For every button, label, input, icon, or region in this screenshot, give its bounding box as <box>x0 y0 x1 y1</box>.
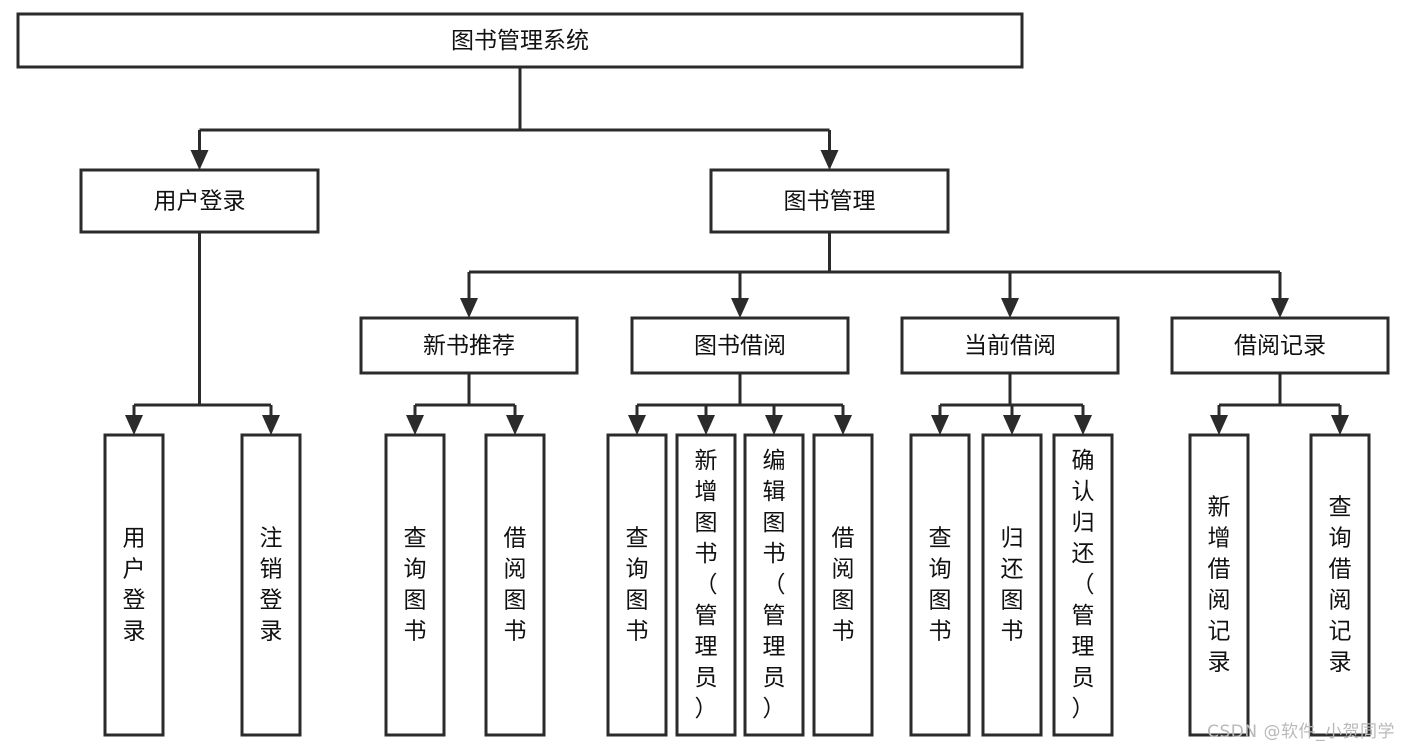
node-leaf-return-book-box[interactable] <box>981 433 1043 737</box>
arrowhead-icon <box>1271 298 1289 318</box>
arrowhead-icon <box>834 415 852 435</box>
node-current-borrow-label: 当前借阅 <box>964 333 1056 359</box>
arrowhead-icon <box>765 415 783 435</box>
node-leaf-query-record-label: 查询借阅记录 <box>1329 495 1352 676</box>
arrowhead-icon <box>506 415 524 435</box>
node-leaf-query-book-2-label: 查询图书 <box>626 526 649 645</box>
node-leaf-edit-book-label: 编辑图书（管理员） <box>763 448 786 722</box>
node-user-login-label: 用户登录 <box>154 189 246 215</box>
arrowhead-icon <box>820 150 839 170</box>
node-leaf-confirm-return-label: 确认归还（管理员） <box>1072 448 1095 722</box>
node-leaf-borrow-book-2[interactable]: 借阅图书 <box>812 433 874 737</box>
arrowhead-icon <box>125 415 143 435</box>
arrowhead-icon <box>931 415 949 435</box>
node-root-system[interactable]: 图书管理系统 <box>16 12 1024 69</box>
node-leaf-add-record-label: 新增借阅记录 <box>1208 495 1231 676</box>
node-new-book-rec[interactable]: 新书推荐 <box>359 316 579 375</box>
arrowhead-icon <box>190 150 209 170</box>
node-user-login[interactable]: 用户登录 <box>79 168 320 234</box>
node-leaf-borrow-book-2-label: 借阅图书 <box>832 526 855 645</box>
node-borrow-record[interactable]: 借阅记录 <box>1170 316 1390 375</box>
arrowhead-icon <box>460 298 478 318</box>
node-leaf-add-record[interactable]: 新增借阅记录 <box>1188 433 1250 737</box>
node-leaf-query-book-1-label: 查询图书 <box>404 526 427 645</box>
node-layer: 图书管理系统用户登录图书管理新书推荐图书借阅当前借阅借阅记录用户登录注销登录查询… <box>16 12 1390 737</box>
node-leaf-borrow-book-1-box[interactable] <box>484 433 546 737</box>
node-leaf-user-login[interactable]: 用户登录 <box>103 433 165 737</box>
node-leaf-add-book-box[interactable] <box>675 433 737 737</box>
node-leaf-query-book-1-box[interactable] <box>384 433 446 737</box>
node-borrow-record-box[interactable] <box>1170 316 1390 375</box>
arrowhead-icon <box>731 298 749 318</box>
node-root-system-box[interactable] <box>16 12 1024 69</box>
node-leaf-query-book-3-box[interactable] <box>909 433 971 737</box>
node-book-manage-box[interactable] <box>709 168 950 234</box>
arrowhead-icon <box>1331 415 1349 435</box>
node-new-book-rec-box[interactable] <box>359 316 579 375</box>
arrowhead-icon <box>406 415 424 435</box>
node-leaf-query-book-3[interactable]: 查询图书 <box>909 433 971 737</box>
node-leaf-borrow-book-1[interactable]: 借阅图书 <box>484 433 546 737</box>
node-leaf-query-book-2-box[interactable] <box>606 433 668 737</box>
node-leaf-edit-book-box[interactable] <box>743 433 805 737</box>
node-leaf-add-book[interactable]: 新增图书（管理员） <box>675 433 737 737</box>
node-leaf-query-record-box[interactable] <box>1309 433 1371 737</box>
arrowhead-icon <box>1210 415 1228 435</box>
node-leaf-add-record-box[interactable] <box>1188 433 1250 737</box>
arrowhead-icon <box>1001 298 1019 318</box>
node-leaf-borrow-book-1-label: 借阅图书 <box>504 526 527 645</box>
arrowhead-icon <box>697 415 715 435</box>
node-leaf-query-book-3-label: 查询图书 <box>929 526 952 645</box>
node-leaf-add-book-label: 新增图书（管理员） <box>695 448 718 722</box>
node-user-login-box[interactable] <box>79 168 320 234</box>
node-leaf-user-login-label: 用户登录 <box>123 526 146 645</box>
node-leaf-borrow-book-2-box[interactable] <box>812 433 874 737</box>
node-leaf-return-book-label: 归还图书 <box>1001 526 1024 645</box>
node-book-borrow-box[interactable] <box>630 316 850 375</box>
node-new-book-rec-label: 新书推荐 <box>423 333 515 359</box>
arrowhead-icon <box>1003 415 1021 435</box>
node-leaf-user-login-box[interactable] <box>103 433 165 737</box>
node-book-manage[interactable]: 图书管理 <box>709 168 950 234</box>
node-leaf-query-book-2[interactable]: 查询图书 <box>606 433 668 737</box>
node-current-borrow-box[interactable] <box>900 316 1120 375</box>
arrowhead-icon <box>628 415 646 435</box>
node-leaf-logout-label: 注销登录 <box>260 526 283 645</box>
node-borrow-record-label: 借阅记录 <box>1234 333 1326 359</box>
arrowhead-icon <box>1074 415 1092 435</box>
node-leaf-logout-box[interactable] <box>240 433 302 737</box>
node-leaf-return-book[interactable]: 归还图书 <box>981 433 1043 737</box>
node-leaf-query-book-1[interactable]: 查询图书 <box>384 433 446 737</box>
node-current-borrow[interactable]: 当前借阅 <box>900 316 1120 375</box>
node-book-borrow-label: 图书借阅 <box>694 333 786 359</box>
node-leaf-query-record[interactable]: 查询借阅记录 <box>1309 433 1371 737</box>
node-book-borrow[interactable]: 图书借阅 <box>630 316 850 375</box>
connector-layer <box>125 67 1349 435</box>
node-book-manage-label: 图书管理 <box>784 189 876 215</box>
node-leaf-confirm-return[interactable]: 确认归还（管理员） <box>1052 433 1114 737</box>
node-leaf-edit-book[interactable]: 编辑图书（管理员） <box>743 433 805 737</box>
node-root-system-label: 图书管理系统 <box>451 28 589 54</box>
arrowhead-icon <box>262 415 280 435</box>
node-leaf-confirm-return-box[interactable] <box>1052 433 1114 737</box>
node-leaf-logout[interactable]: 注销登录 <box>240 433 302 737</box>
